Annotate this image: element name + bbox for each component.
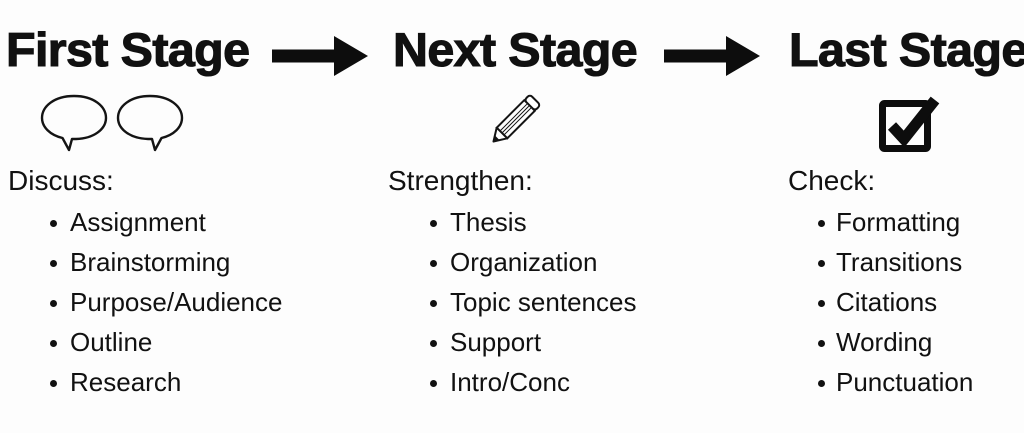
stage-column-first: Discuss: Assignment Brainstorming Purpos… xyxy=(8,164,378,402)
list-item: Purpose/Audience xyxy=(8,282,378,322)
list-item: Organization xyxy=(388,242,758,282)
stage-column-next: Strengthen: Thesis Organization Topic se… xyxy=(388,164,758,402)
stage-title-next: Next Stage xyxy=(392,23,638,76)
arrow-right-icon xyxy=(272,36,368,76)
stage-list-last: Formatting Transitions Citations Wording… xyxy=(788,202,1024,402)
stage-column-last: Check: Formatting Transitions Citations … xyxy=(788,164,1024,402)
stage-title-last: Last Stage xyxy=(788,23,1024,76)
stage-list-first: Assignment Brainstorming Purpose/Audienc… xyxy=(8,202,378,402)
stage-title-first: First Stage xyxy=(5,23,250,76)
list-item: Topic sentences xyxy=(388,282,758,322)
list-item: Formatting xyxy=(788,202,1024,242)
list-item: Brainstorming xyxy=(8,242,378,282)
list-item: Support xyxy=(388,322,758,362)
list-item: Wording xyxy=(788,322,1024,362)
stage-list-next: Thesis Organization Topic sentences Supp… xyxy=(388,202,758,402)
speech-bubbles-icon xyxy=(38,92,186,154)
list-item: Assignment xyxy=(8,202,378,242)
list-item: Punctuation xyxy=(788,362,1024,402)
list-item: Intro/Conc xyxy=(388,362,758,402)
list-item: Thesis xyxy=(388,202,758,242)
list-item: Research xyxy=(8,362,378,402)
list-item: Outline xyxy=(8,322,378,362)
stage-heading-check: Check: xyxy=(788,165,876,196)
stage-heading-discuss: Discuss: xyxy=(8,165,114,196)
list-item: Transitions xyxy=(788,242,1024,282)
list-item: Citations xyxy=(788,282,1024,322)
pencil-icon xyxy=(484,88,544,154)
checked-checkbox-icon xyxy=(878,96,940,154)
arrow-right-icon xyxy=(664,36,760,76)
stage-heading-strengthen: Strengthen: xyxy=(388,165,533,196)
